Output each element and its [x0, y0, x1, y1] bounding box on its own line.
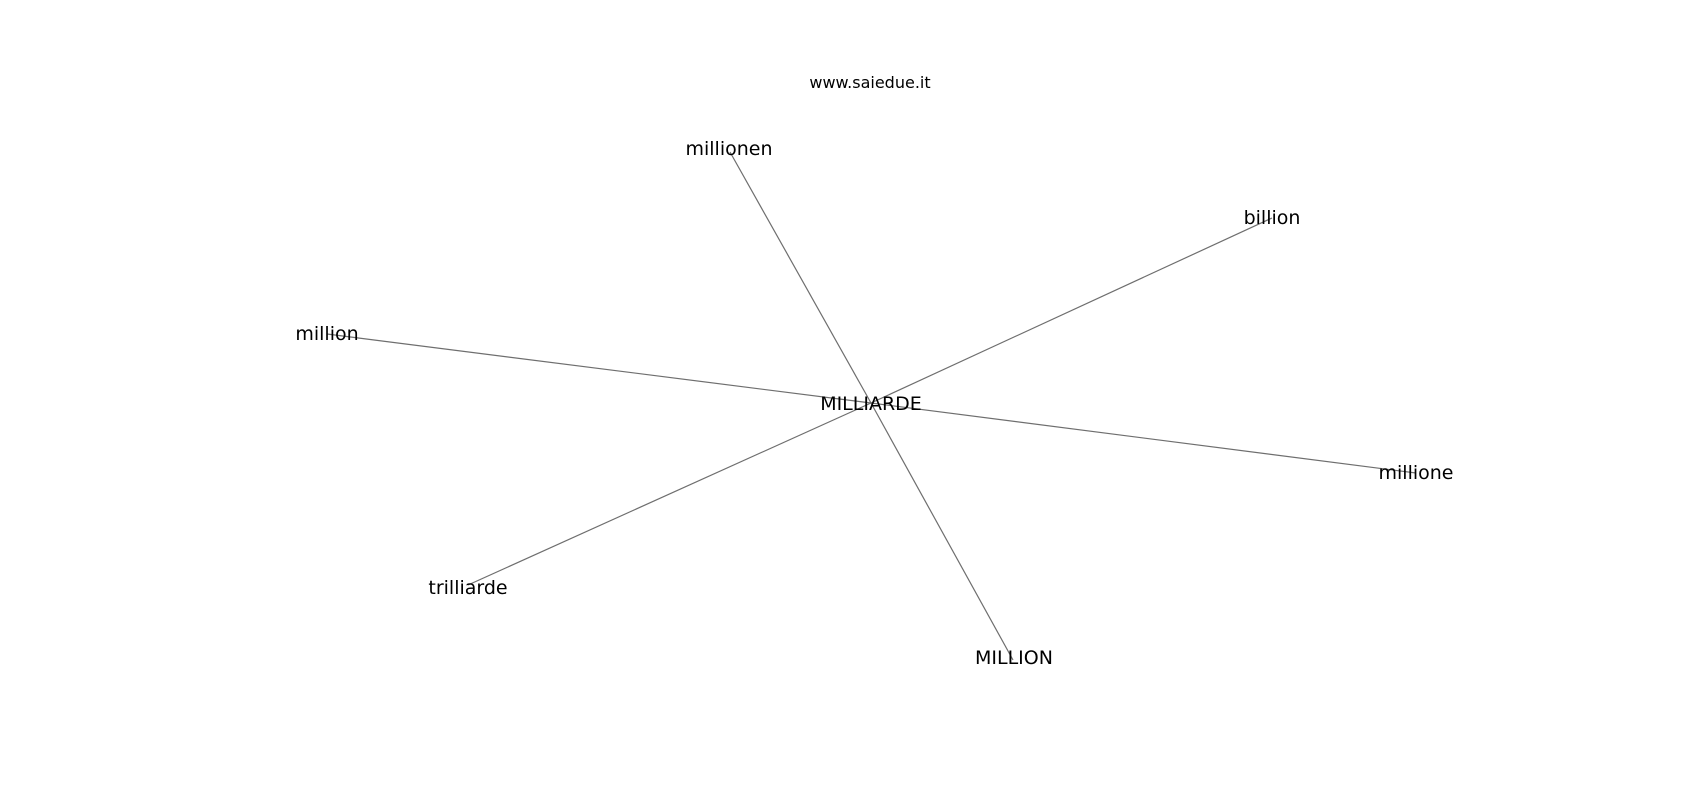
edge-center-billion [870, 217, 1273, 404]
edge-center-MILLION [870, 402, 1014, 661]
node-label-millionen: millionen [685, 138, 772, 160]
node-label-billion: billion [1244, 207, 1301, 229]
node-label-millione: millione [1379, 462, 1454, 484]
edge-center-millionen [729, 151, 872, 404]
node-label-center: MILLIARDE [820, 393, 922, 415]
nodes-layer: MILLIARDE millionen billion million millione… [295, 138, 1453, 669]
diagram-title: www.saiedue.it [809, 73, 930, 92]
edges-layer [326, 151, 1417, 661]
edge-center-million [326, 333, 872, 404]
node-label-million: MILLION [975, 647, 1053, 669]
edge-center-millione [870, 402, 1417, 474]
edge-center-trilliarde [467, 402, 872, 586]
node-label-million: million [295, 323, 358, 345]
node-label-trilliarde: trilliarde [428, 577, 507, 599]
